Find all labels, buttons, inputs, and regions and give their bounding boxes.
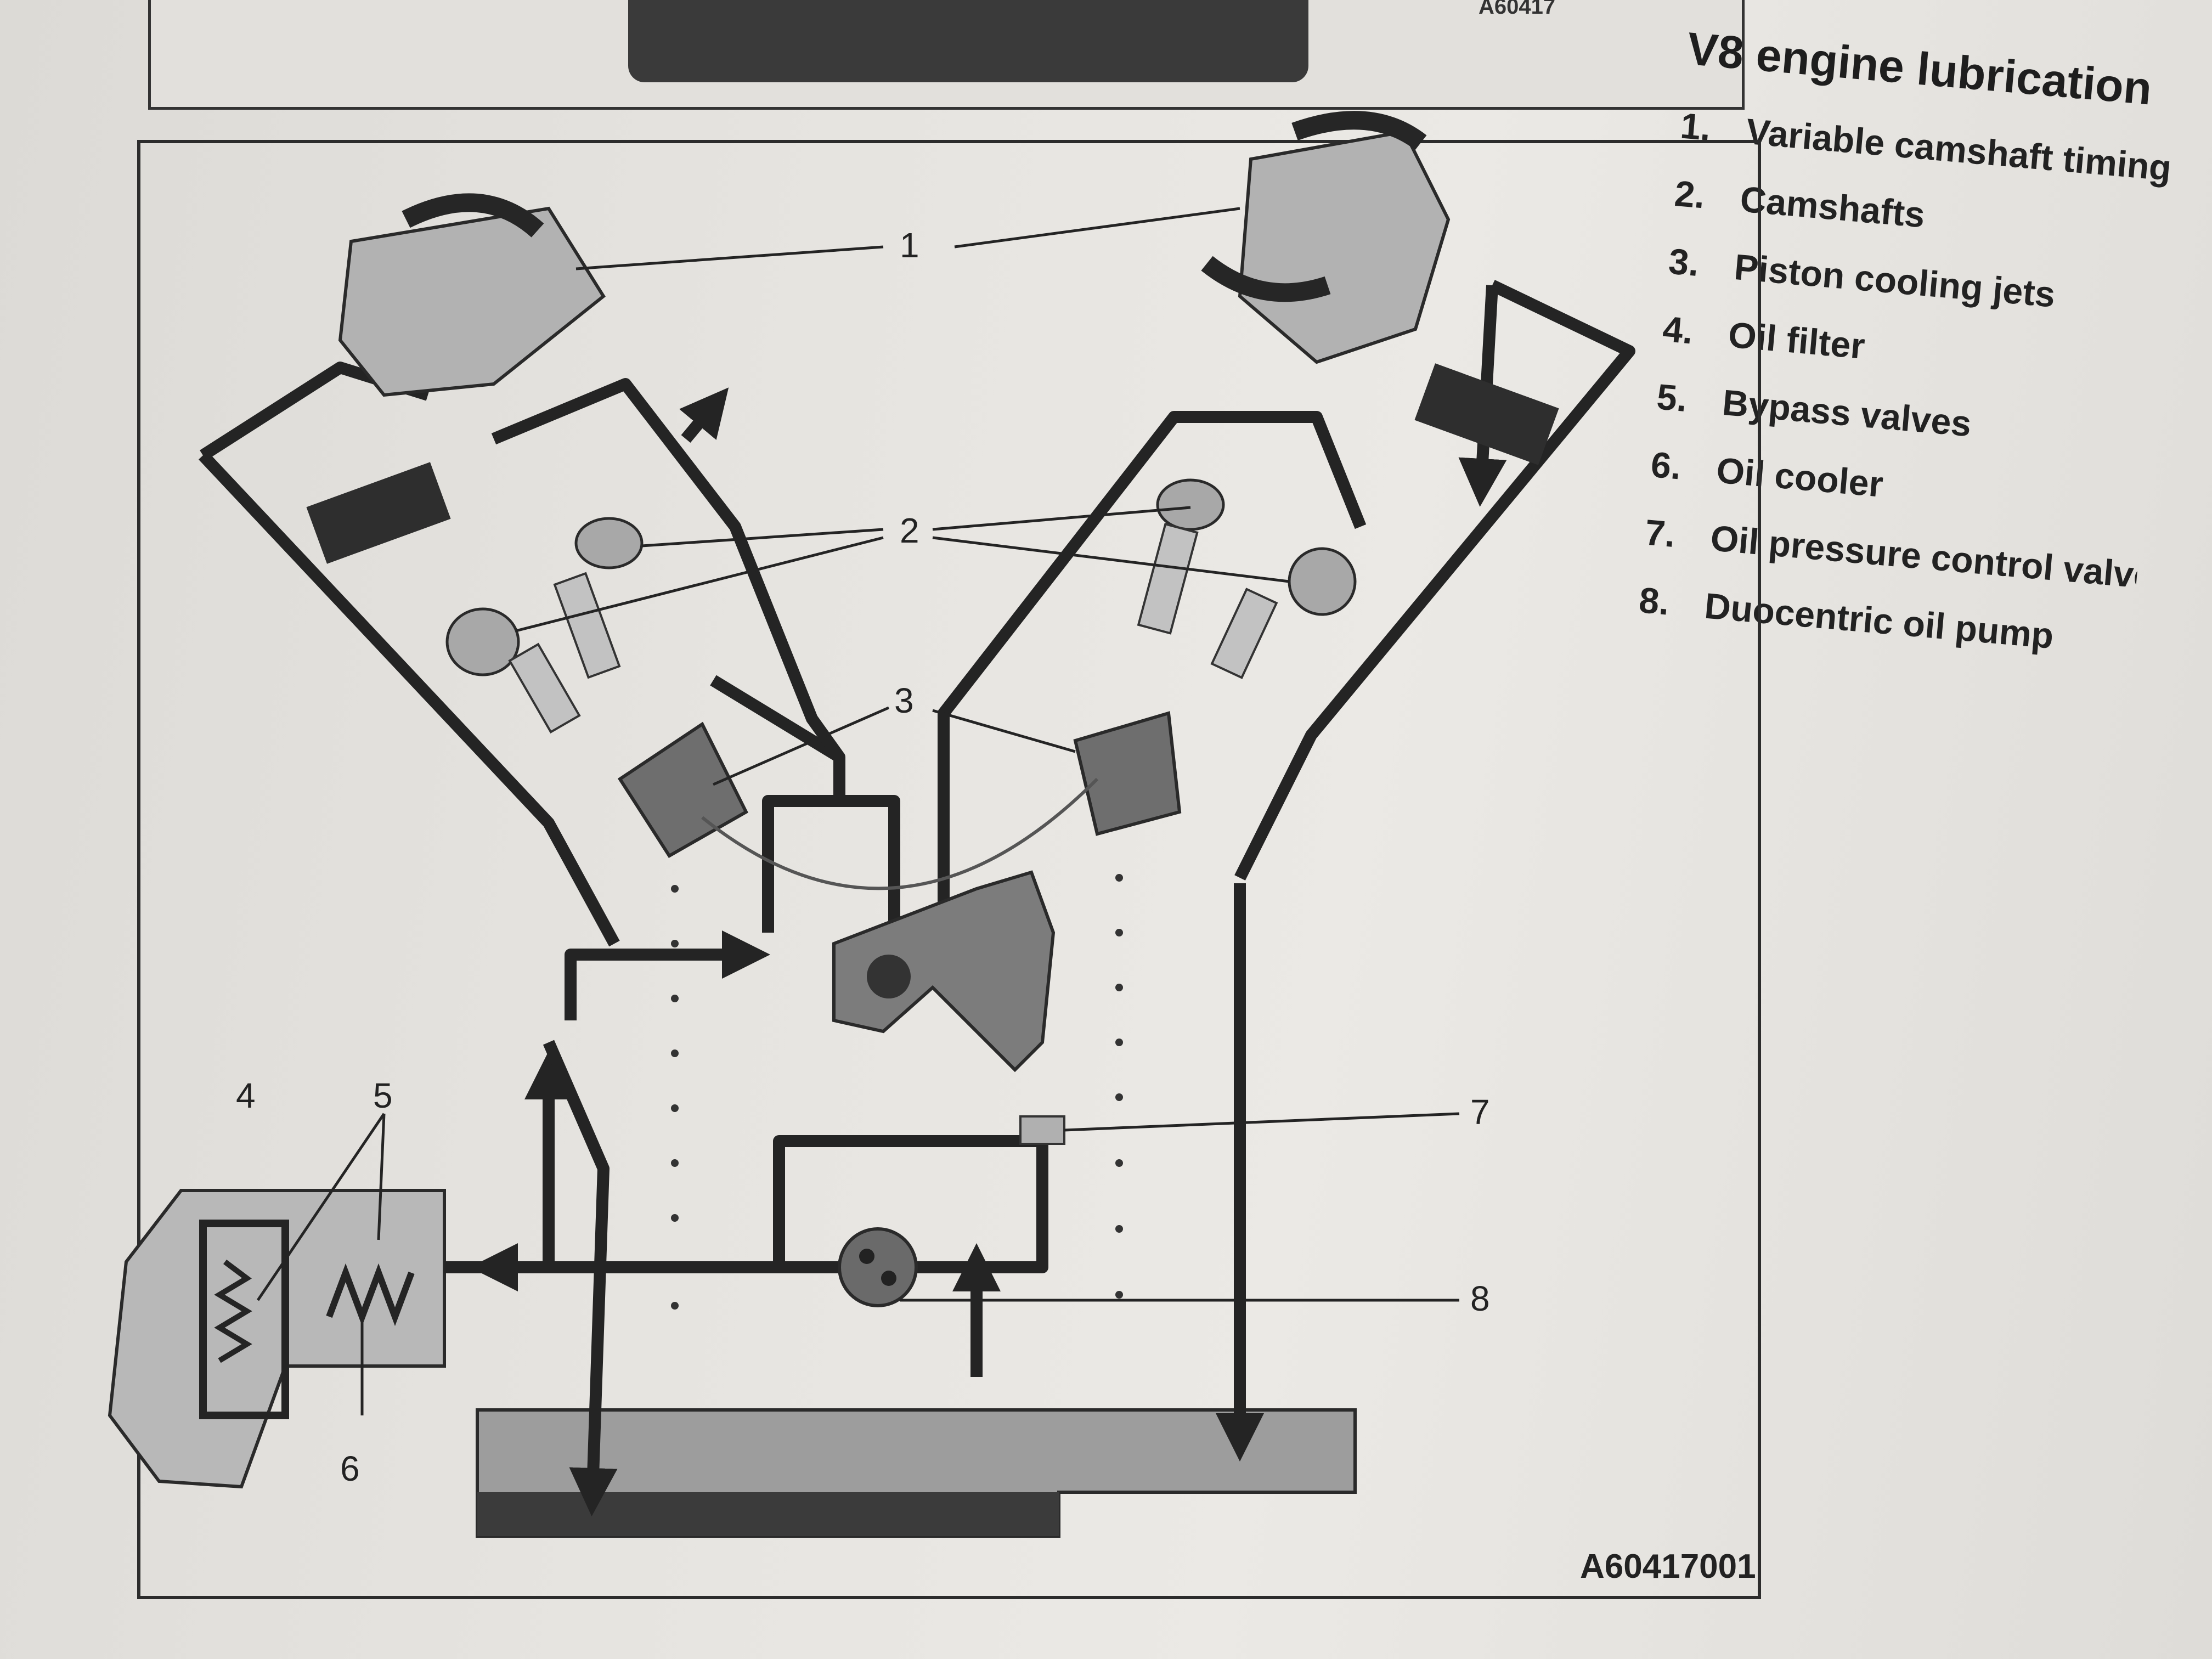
lubrication-diagram bbox=[137, 140, 1761, 1599]
previous-figure-code: A60417 bbox=[1479, 0, 1556, 19]
oil-cooler-element bbox=[326, 1263, 415, 1327]
pressure-control-valve bbox=[1019, 1115, 1065, 1145]
left-vct-unit bbox=[306, 193, 606, 564]
previous-figure-strip: A60417 bbox=[148, 0, 1745, 110]
oil-pump bbox=[838, 1227, 918, 1307]
oil-drips bbox=[671, 874, 1123, 1310]
callout-4: 4 bbox=[236, 1076, 256, 1115]
left-vct-solenoid bbox=[306, 462, 451, 564]
left-piston bbox=[617, 721, 748, 859]
left-intake-cam bbox=[445, 607, 520, 676]
callout-2: 2 bbox=[900, 511, 919, 550]
callout-8: 8 bbox=[1470, 1279, 1490, 1318]
callout-7: 7 bbox=[1470, 1092, 1490, 1132]
callout-leaders bbox=[256, 207, 1460, 1415]
callout-6: 6 bbox=[340, 1449, 360, 1488]
crankshaft bbox=[832, 870, 1056, 1073]
figure-code: A60417001 bbox=[1580, 1548, 1756, 1585]
left-exhaust-cam bbox=[574, 517, 644, 569]
previous-figure-engine bbox=[628, 0, 1308, 82]
filter-housing bbox=[108, 1189, 446, 1489]
callout-5: 5 bbox=[373, 1076, 393, 1115]
callout-3: 3 bbox=[894, 681, 914, 720]
engine-internals bbox=[445, 478, 1357, 1073]
right-piston bbox=[1073, 711, 1182, 836]
right-vct-solenoid bbox=[1414, 363, 1559, 465]
right-vct-unit bbox=[1201, 111, 1559, 465]
oil-sump bbox=[476, 1408, 1357, 1538]
bypass-valve-spring bbox=[214, 1260, 252, 1363]
right-exhaust-cam bbox=[1288, 547, 1357, 616]
callout-1: 1 bbox=[900, 225, 919, 265]
right-intake-cam bbox=[1156, 478, 1225, 531]
